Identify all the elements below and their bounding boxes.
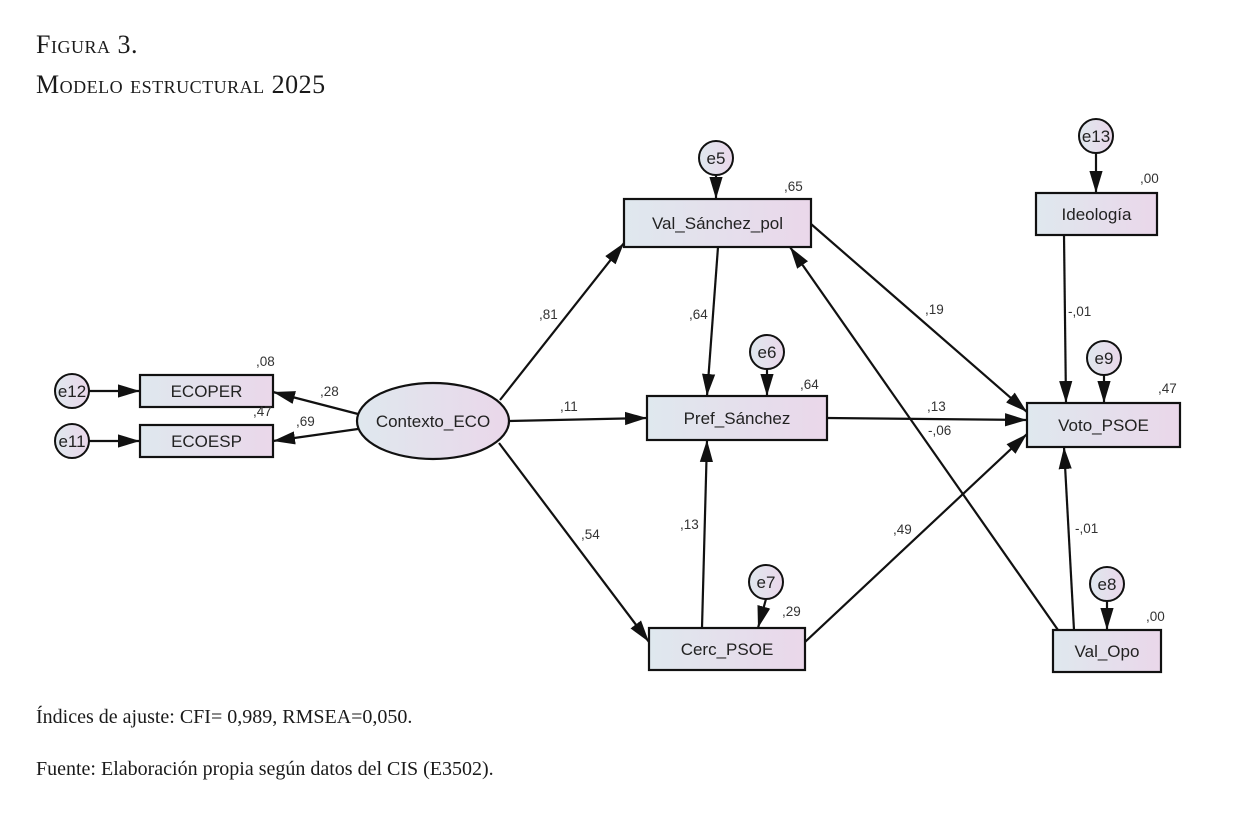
observed-variable-label: ECOPER	[171, 382, 243, 401]
path-arrow-contexto-to-valsanchez	[499, 242, 625, 401]
observed-variable-label: Cerc_PSOE	[681, 640, 774, 659]
path-coefficient-valsanchez-to-votopsoe: ,19	[925, 302, 944, 317]
error-term-e8	[1089, 566, 1125, 602]
error-term-label: e9	[1095, 349, 1114, 368]
observed-variable-votopsoe	[1025, 401, 1182, 449]
figure-number: Figura 3.	[36, 30, 138, 59]
observed-variable-label: Val_Sánchez_pol	[652, 214, 783, 233]
observed-variable-label: Voto_PSOE	[1058, 416, 1149, 435]
error-term-label: e11	[58, 432, 85, 451]
path-coefficient-contexto-to-prefsanchez: ,11	[560, 399, 578, 414]
labels-layer: ,28 ,69 ,81 ,11 ,54 ,64 ,13 ,19 ,13 ,49 -,01 -,01 -,…	[58, 127, 1177, 661]
path-coefficient-valopo-to-valsanchez: -,06	[928, 423, 951, 438]
path-coefficient-valsanchez-to-prefsanchez: ,64	[689, 307, 708, 322]
observed-variable-ecoesp	[138, 423, 275, 459]
path-arrow-valsanchez-to-votopsoe	[810, 223, 1028, 413]
error-term-e6	[749, 334, 785, 370]
r-squared-valsanchez: ,65	[784, 179, 803, 194]
error-term-e11	[54, 423, 90, 459]
path-coefficient-contexto-to-cercpsoe: ,54	[581, 527, 600, 542]
path-coefficient-ideologia-to-votopsoe: -,01	[1068, 304, 1091, 319]
r-squared-ecoper: ,08	[256, 354, 275, 369]
r-squared-ideologia: ,00	[1140, 171, 1159, 186]
observed-variable-ecoper	[138, 373, 275, 409]
observed-variable-valsanchez	[622, 197, 813, 249]
path-arrow-cercpsoe-to-votopsoe	[804, 433, 1028, 643]
observed-variable-label: Val_Opo	[1075, 642, 1140, 661]
path-arrow-contexto-to-ecoper	[272, 390, 359, 416]
r-squared-ecoesp: ,47	[253, 404, 272, 419]
path-coefficient-cercpsoe-to-prefsanchez: ,13	[680, 517, 699, 532]
path-coefficient-contexto-to-ecoper: ,28	[320, 384, 339, 399]
error-term-label: e8	[1098, 575, 1117, 594]
path-coefficient-contexto-to-ecoesp: ,69	[296, 414, 315, 429]
path-arrow-ideologia-to-votopsoe	[1059, 234, 1073, 404]
path-arrow-contexto-to-ecoesp	[272, 427, 359, 445]
r-squared-valopo: ,00	[1146, 609, 1165, 624]
source-note: Fuente: Elaboración propia según datos d…	[36, 758, 494, 780]
observed-variable-ideologia	[1034, 191, 1159, 237]
path-coefficient-prefsanchez-to-votopsoe: ,13	[927, 399, 946, 414]
latent-variable-contexto	[355, 381, 511, 461]
path-arrow-valopo-to-votopsoe	[1058, 446, 1076, 631]
error-term-e13	[1078, 118, 1114, 154]
error-term-label: e7	[757, 573, 776, 592]
error-term-label: e12	[58, 382, 86, 401]
error-term-label: e5	[707, 149, 726, 168]
path-coefficient-valopo-to-votopsoe: -,01	[1075, 521, 1098, 536]
path-arrow-valsanchez-to-prefsanchez	[702, 246, 720, 397]
path-arrow-contexto-to-cercpsoe	[498, 442, 650, 643]
r-squared-prefsanchez: ,64	[800, 377, 819, 392]
error-term-label: e13	[1082, 127, 1110, 146]
observed-variable-label: ECOESP	[171, 432, 242, 451]
path-arrow-cercpsoe-to-prefsanchez	[699, 439, 714, 629]
fit-indices-note: Índices de ajuste: CFI= 0,989, RMSEA=0,0…	[36, 706, 413, 728]
error-term-e5	[698, 140, 734, 176]
observed-variable-prefsanchez	[645, 394, 829, 442]
path-coefficient-contexto-to-valsanchez: ,81	[539, 307, 558, 322]
error-term-e9	[1086, 340, 1122, 376]
figure-title: Modelo estructural 2025	[36, 70, 326, 99]
r-squared-votopsoe: ,47	[1158, 381, 1177, 396]
error-term-label: e6	[758, 343, 777, 362]
r-squared-cercpsoe: ,29	[782, 604, 801, 619]
observed-variable-cercpsoe	[647, 626, 807, 672]
error-arrow-e7	[756, 598, 771, 629]
observed-variable-label: Pref_Sánchez	[684, 409, 791, 428]
observed-variable-valopo	[1051, 628, 1163, 674]
latent-variable-label: Contexto_ECO	[376, 412, 490, 431]
error-term-e12	[54, 373, 90, 409]
path-coefficient-cercpsoe-to-votopsoe: ,49	[893, 522, 912, 537]
path-arrow-prefsanchez-to-votopsoe	[826, 413, 1028, 427]
nodes-layer	[54, 118, 1182, 674]
observed-variable-label: Ideología	[1062, 205, 1132, 224]
edges-layer	[89, 153, 1114, 643]
path-arrow-valopo-to-valsanchez	[789, 246, 1059, 631]
error-term-e7	[748, 564, 784, 600]
path-arrow-contexto-to-prefsanchez	[508, 411, 648, 426]
